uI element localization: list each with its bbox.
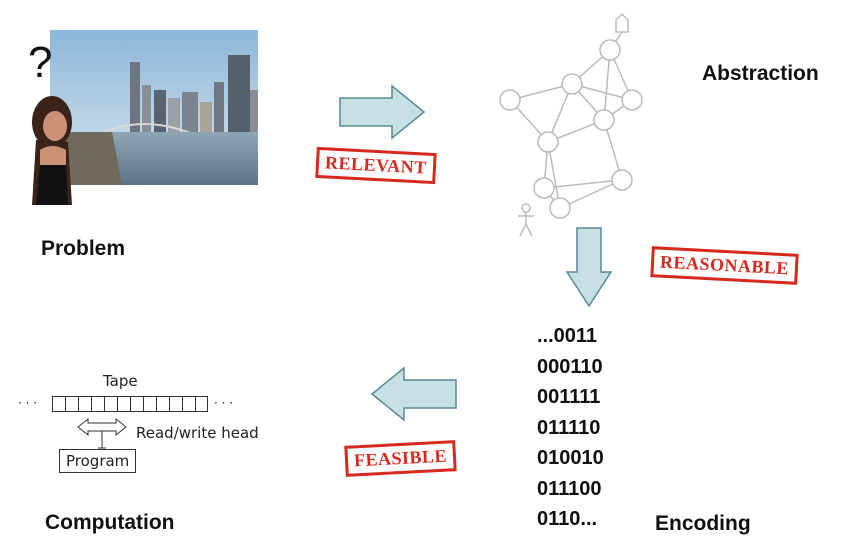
program-box: Program <box>59 449 137 473</box>
tape-ellipsis-right: · · · <box>214 396 234 410</box>
read-write-head-icon <box>76 416 128 457</box>
stamp-feasible: FEASIBLE <box>344 440 457 477</box>
bit-row: 0110... <box>537 508 598 530</box>
tape <box>52 396 208 417</box>
problem-photo: ? <box>22 30 258 205</box>
tape-label: Tape <box>103 372 138 390</box>
encoding-bits: ...0011 000110 001111 011110 010010 0111… <box>537 321 604 535</box>
tape-ellipsis-left: · · · <box>18 396 38 410</box>
bit-row: 011110 <box>537 416 601 439</box>
arrow-left-icon <box>370 366 458 427</box>
stamp-reasonable: REASONABLE <box>650 246 799 285</box>
bit-row: 000110 <box>537 355 603 378</box>
encoding-label: Encoding <box>655 512 751 535</box>
computation-label: Computation <box>45 511 175 534</box>
question-mark: ? <box>28 38 53 87</box>
bit-row: 011100 <box>537 477 602 500</box>
arrow-down-icon <box>565 226 613 313</box>
abstraction-graph <box>490 10 650 247</box>
bit-row: 010010 <box>537 447 604 469</box>
problem-label: Problem <box>41 237 126 260</box>
abstraction-label: Abstraction <box>702 62 819 85</box>
read-write-head-label: Read/write head <box>136 424 259 442</box>
bit-row: 001111 <box>537 386 601 408</box>
bit-row: ...0011 <box>537 325 598 347</box>
arrow-right-icon <box>338 84 426 145</box>
stamp-relevant: RELEVANT <box>315 146 437 185</box>
